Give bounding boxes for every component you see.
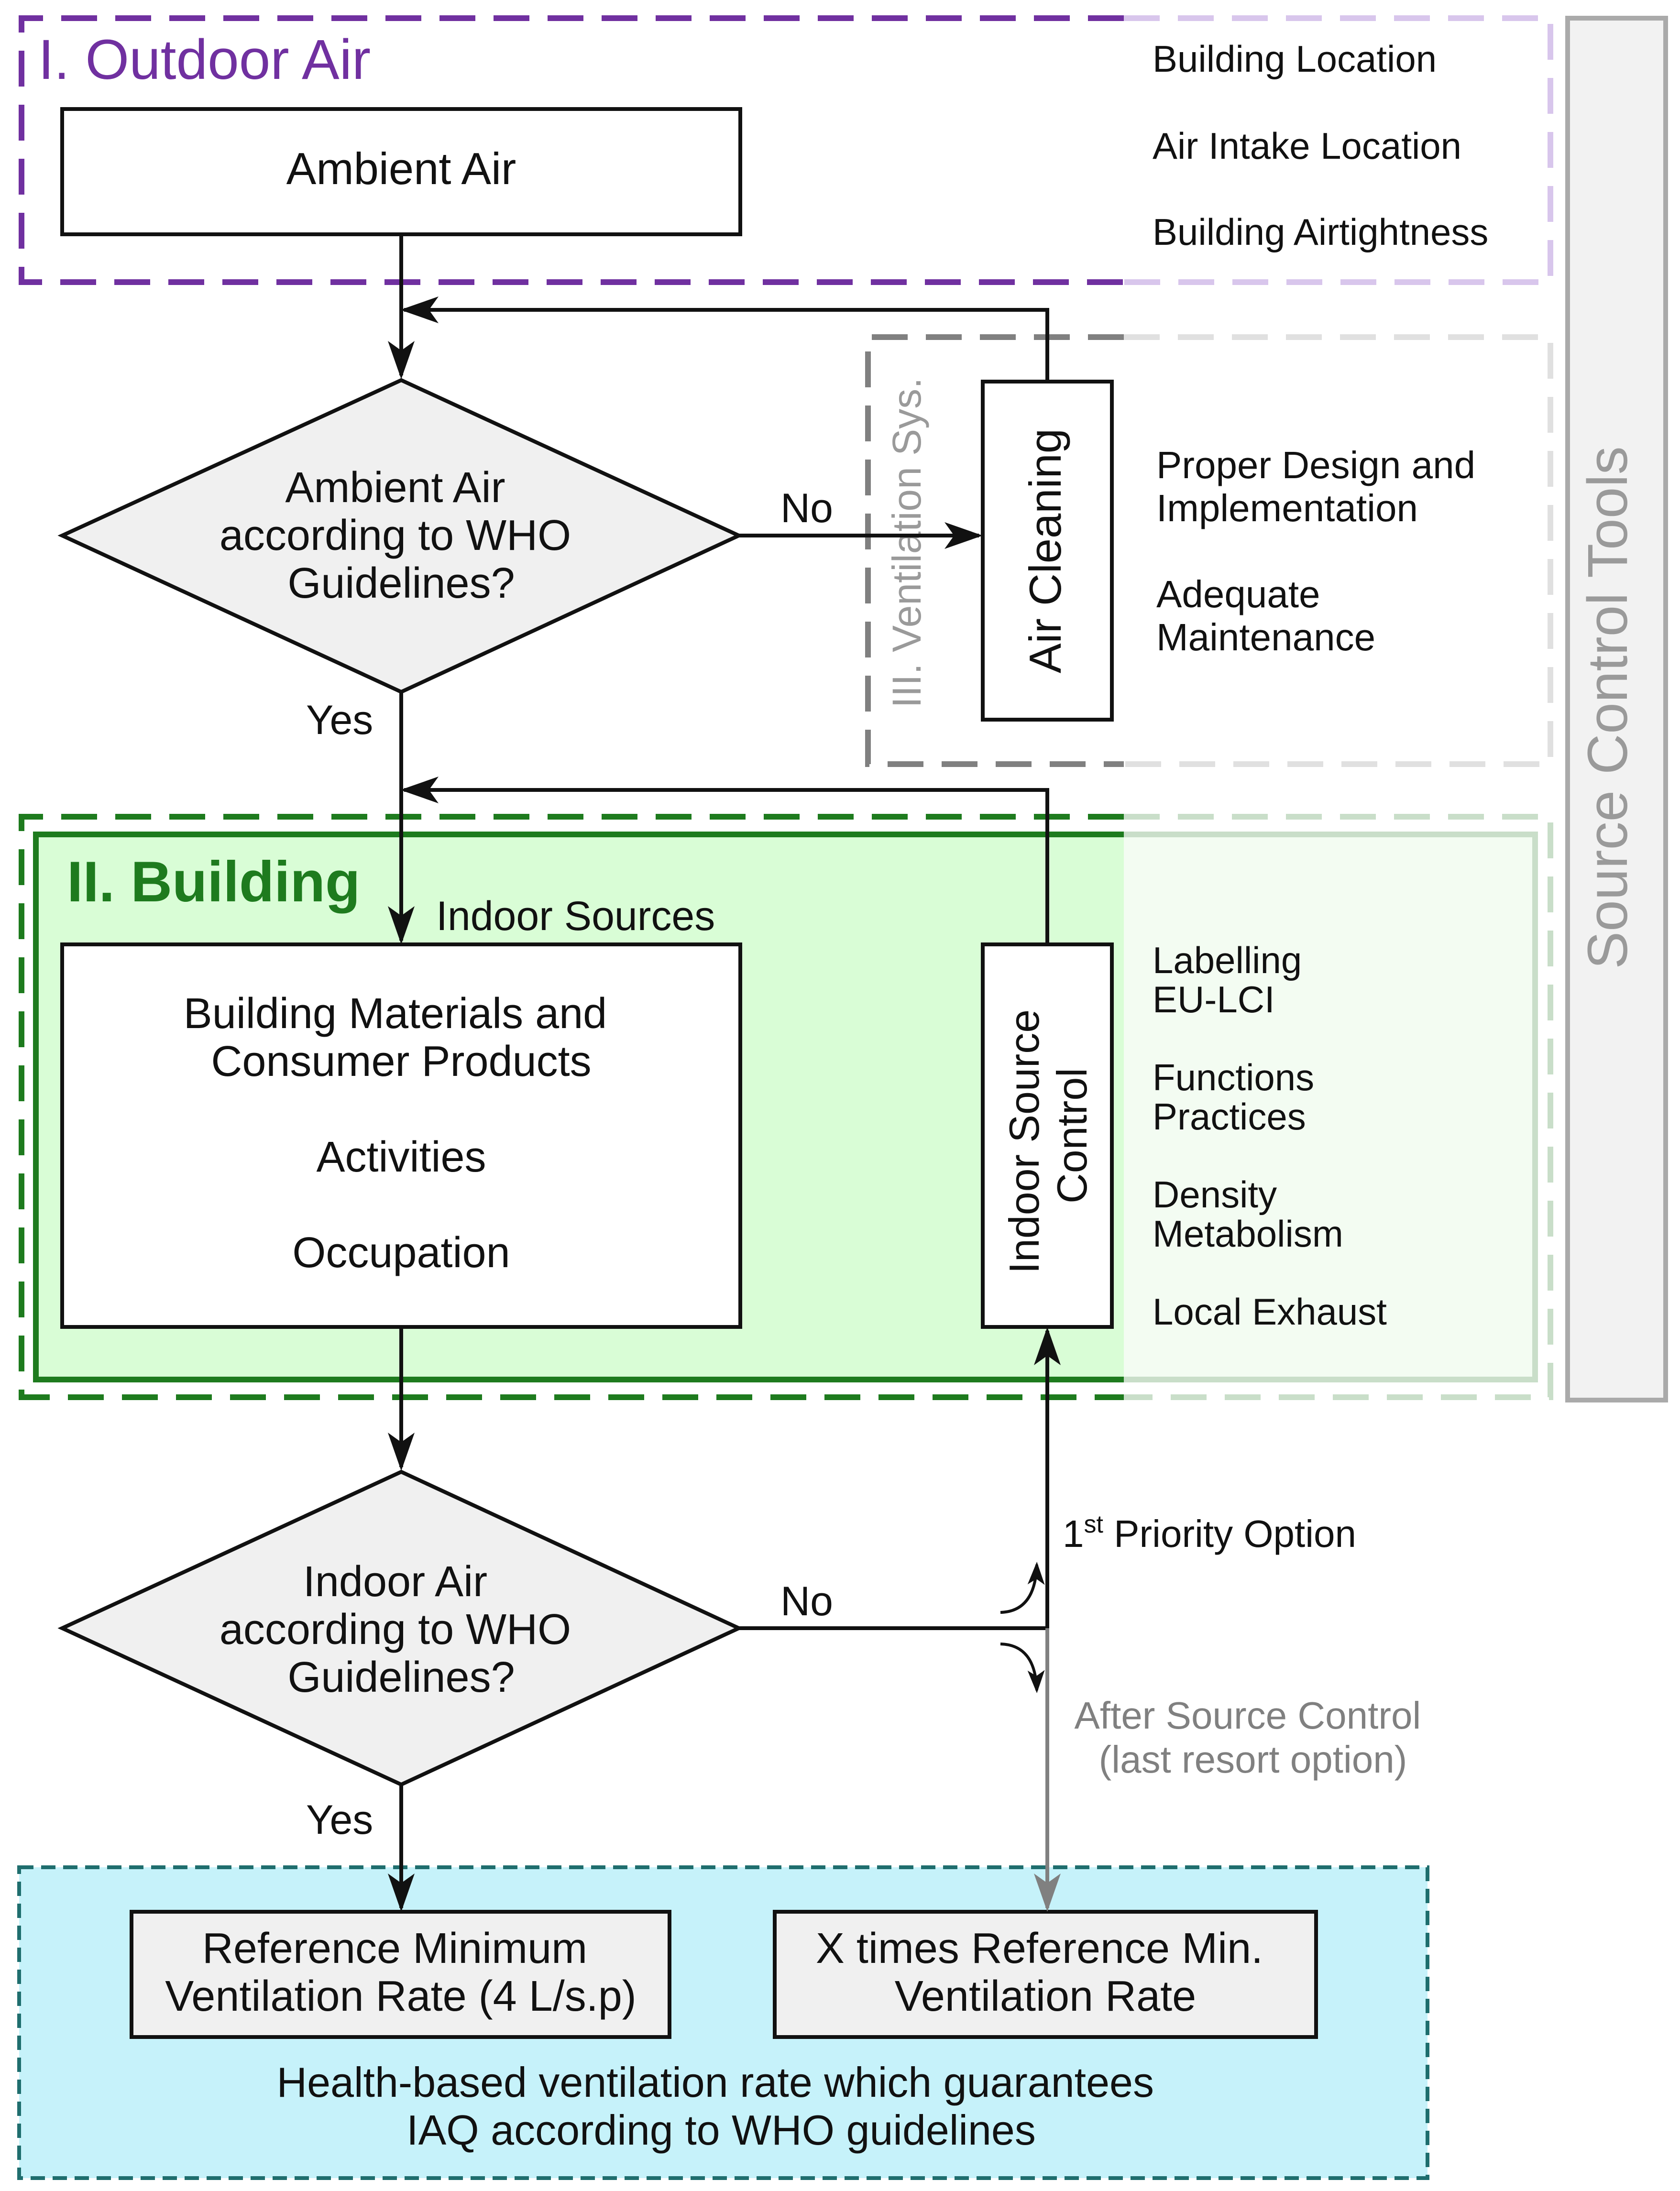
priority-down-curve: [1000, 1643, 1045, 1693]
ambient-air-decision-label: Ambient Air according to WHO Guidelines?: [220, 464, 583, 607]
outdoor-air-region: I. Outdoor Air Ambient Air Building Loca…: [19, 15, 1553, 285]
building-fill-faded: [1124, 834, 1535, 1380]
building-note: Labelling EU-LCI: [1153, 939, 1312, 1020]
air-cleaning-box: [981, 380, 1114, 722]
x-times-rate-box: [773, 1910, 1318, 2039]
reference-min-rate-label: Reference Minimum Ventilation Rate (4 L/…: [165, 1925, 637, 2020]
ventilation-frame-strong: [865, 334, 1124, 767]
outdoor-note: Building Airtightness: [1153, 211, 1488, 253]
indoor-sources-label: Indoor Sources: [436, 893, 715, 939]
source-control-return-arrow: [400, 777, 1049, 944]
source-control-tools-label: Source Control Tools: [1576, 446, 1639, 969]
building-note: Functions Practices: [1153, 1056, 1325, 1138]
air-cleaning-return-arrow: [400, 296, 1049, 382]
building-materials-label: Building Materials and Consumer Products: [184, 990, 619, 1085]
building-outer-frame-strong: [19, 814, 1124, 1400]
last-resort-label: After Source Control (last resort option…: [1075, 1694, 1432, 1781]
outdoor-frame-faded: [1124, 15, 1553, 285]
decision2-yes-label: Yes: [306, 1797, 373, 1843]
ventilation-title: III. Ventilation Sys.: [884, 377, 929, 708]
reference-min-rate-box: [130, 1910, 671, 2039]
building-note: Local Exhaust: [1153, 1291, 1387, 1333]
building-note: Density Metabolism: [1153, 1173, 1343, 1255]
outdoor-note: Building Location: [1153, 38, 1437, 80]
outdoor-frame-strong: [19, 15, 1124, 285]
results-caption: Health-based ventilation rate which guar…: [277, 2059, 1166, 2154]
decision2-no-label: No: [780, 1578, 833, 1624]
indoor-source-control-label: Indoor Source Control: [1000, 997, 1096, 1273]
first-priority-label: 1st Priority Option: [1063, 1511, 1356, 1555]
ventilation-note: Adequate Maintenance: [1156, 573, 1375, 658]
x-times-rate-label: X times Reference Min. Ventilation Rate: [816, 1925, 1275, 2020]
building-title: II. Building: [67, 850, 360, 914]
indoor-source-control-box: [981, 942, 1114, 1329]
building-region: II. Building Indoor Sources Building Mat…: [19, 814, 1553, 1400]
ambient-air-label: Ambient Air: [286, 143, 516, 194]
connectors: [388, 234, 1061, 1912]
decision1-yes-label: Yes: [306, 697, 373, 743]
decision1-no-label: No: [780, 485, 833, 531]
outdoor-air-title: I. Outdoor Air: [38, 28, 371, 91]
ventilation-note: Proper Design and Implementation: [1156, 444, 1486, 529]
ambient-air-box: [60, 107, 742, 236]
indoor-sources-box: [60, 942, 742, 1329]
source-control-tools-bar: [1565, 16, 1668, 1402]
activities-label: Activities: [316, 1133, 486, 1181]
priority-up-curve: [1000, 1562, 1045, 1614]
building-inner-frame-faded: [1124, 832, 1538, 1382]
building-inner-frame-strong: [33, 832, 1124, 1382]
results-region: Reference Minimum Ventilation Rate (4 L/…: [17, 1865, 1429, 2180]
building-outer-frame-faded: [1124, 814, 1553, 1400]
ventilation-frame-faded: [1124, 334, 1553, 767]
ventilation-region: III. Ventilation Sys. Air Cleaning Prope…: [865, 334, 1553, 767]
outdoor-note: Air Intake Location: [1153, 125, 1461, 167]
air-cleaning-label: Air Cleaning: [1020, 428, 1070, 673]
indoor-air-decision-label: Indoor Air according to WHO Guidelines?: [220, 1558, 583, 1701]
occupation-label: Occupation: [292, 1229, 510, 1277]
